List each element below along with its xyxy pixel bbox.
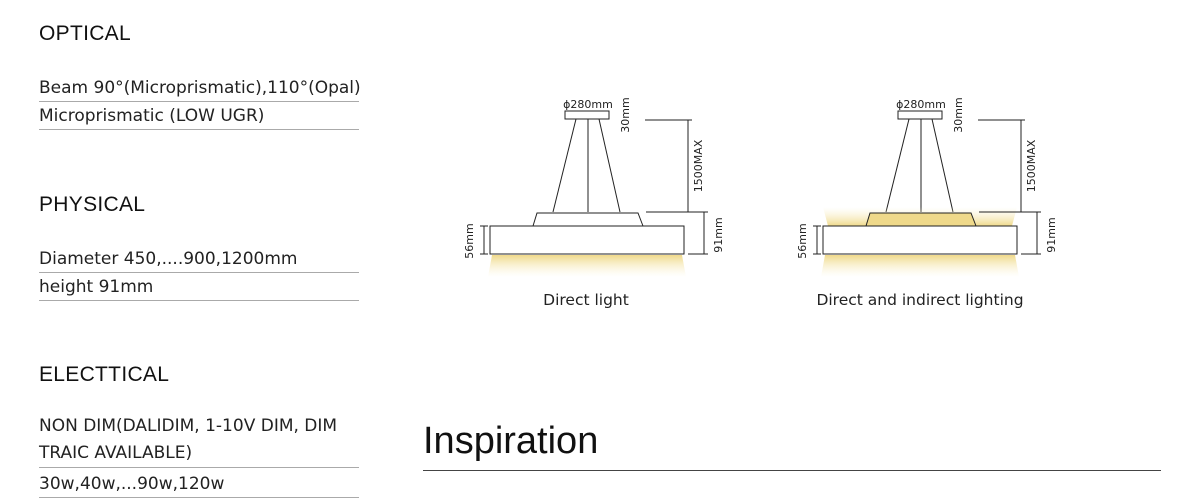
electrical-wattage-row: 30w,40w,...90w,120w — [39, 471, 359, 498]
canopy-diameter-label: ϕ280mm — [563, 98, 613, 111]
direct-light-diagram: ϕ280mm 30mm 56mm 1500MAX 91mm — [463, 97, 725, 277]
fixture-body — [822, 225, 1018, 255]
suspension-cable — [931, 118, 954, 213]
physical-heading: PHYSICAL — [39, 193, 146, 216]
suspension-length-label: 1500MAX — [692, 139, 705, 192]
electrical-dimming-row: NON DIM(DALIDIM, 1-10V DIM, DIM TRAIC AV… — [39, 413, 359, 468]
direct-indirect-caption: Direct and indirect lighting — [816, 291, 1024, 309]
suspension-cable — [885, 118, 910, 213]
pendant-diagrams: ϕ280mm 30mm 56mm 1500MAX 91mm ϕ280mm 30m… — [463, 97, 1058, 277]
downlight-glow — [488, 255, 686, 277]
physical-diameter-row: Diameter 450,....900,1200mm — [39, 246, 359, 273]
optical-heading: OPTICAL — [39, 22, 131, 45]
canopy-diameter-label: ϕ280mm — [896, 98, 946, 111]
electrical-heading: ELECTTICAL — [39, 363, 170, 386]
fixture-body — [489, 225, 685, 255]
body-height-label: 56mm — [796, 223, 809, 258]
direct-indirect-diagram: ϕ280mm 30mm 56mm 1500MAX 91mm — [796, 97, 1058, 277]
suspension-cable — [598, 118, 621, 213]
suspension-length-label: 1500MAX — [1025, 139, 1038, 192]
canopy-height-label: 30mm — [952, 97, 965, 132]
total-height-label: 91mm — [1045, 217, 1058, 252]
suspension-cable — [552, 118, 577, 213]
optical-ugr-row: Microprismatic (LOW UGR) — [39, 103, 359, 130]
canopy-height-label: 30mm — [619, 97, 632, 132]
fixture-top — [865, 212, 977, 227]
physical-height-row: height 91mm — [39, 274, 359, 301]
inspiration-heading: Inspiration — [423, 420, 599, 462]
downlight-glow — [821, 255, 1019, 277]
optical-beam-row: Beam 90°(Microprismatic),110°(Opal) — [39, 75, 361, 102]
ceiling-canopy — [564, 110, 610, 120]
total-height-label: 91mm — [712, 217, 725, 252]
ceiling-canopy — [897, 110, 943, 120]
direct-light-caption: Direct light — [543, 291, 629, 309]
fixture-top — [532, 212, 644, 227]
body-height-label: 56mm — [463, 223, 476, 258]
inspiration-divider — [423, 470, 1161, 471]
